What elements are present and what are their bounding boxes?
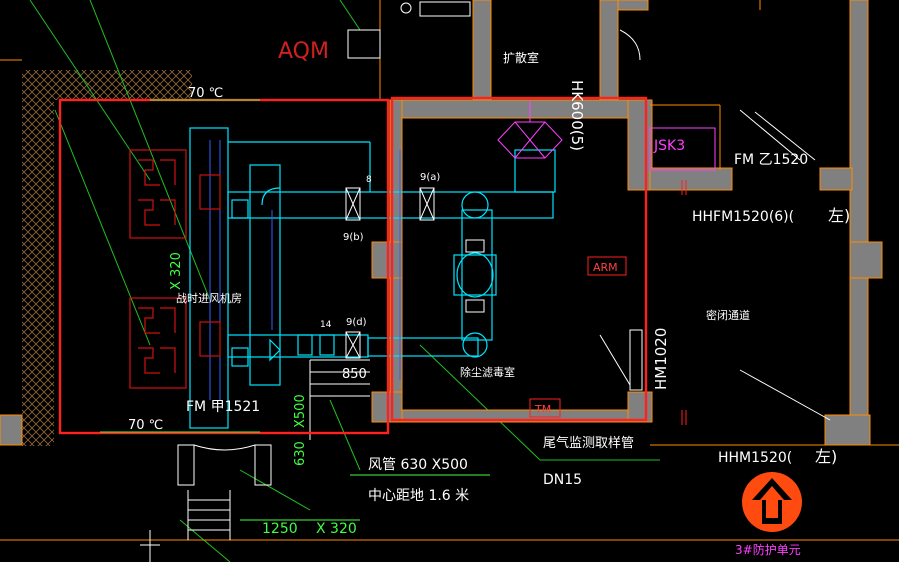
duct-size-label: 风管 630 X500: [368, 457, 468, 473]
jsk-label: JSK3: [653, 138, 685, 154]
expansion-room-label: 扩散室: [503, 50, 539, 65]
hhfm-top-label: HHFM1520(6)(: [692, 209, 794, 225]
dim-x320-vertical: X 320: [169, 252, 184, 290]
aqm-label: AQM: [278, 39, 329, 64]
hm-door-label: HM1020: [652, 328, 670, 390]
duct-network: [189, 127, 556, 429]
temp-top-label: 70 ℃: [188, 86, 223, 101]
hk-door-label: HK600(5): [568, 80, 586, 151]
temp-bottom-label: 70 ℃: [128, 418, 163, 433]
center-height-label: 中心距地 1.6 米: [368, 488, 469, 504]
door-lines: [140, 1, 831, 562]
unit-label: 3#防护单元: [735, 542, 801, 557]
tm-label: TM: [534, 403, 551, 416]
left-bottom-label: 左): [815, 447, 837, 466]
blue-pipes: [209, 140, 401, 400]
dim-850-label: 850: [342, 367, 367, 382]
arm-label: ARM: [593, 261, 618, 274]
magenta-equipment: [497, 100, 716, 171]
dim-1250-label: 1250: [262, 521, 298, 537]
protection-unit-logo: [742, 472, 802, 532]
fan-units: [129, 149, 221, 389]
filter-room-highlight: [390, 96, 648, 422]
fan-room-highlight: [58, 98, 390, 435]
dimension-lines: [100, 99, 490, 521]
dn15-label: DN15: [543, 472, 582, 488]
red-boxes: [529, 180, 687, 425]
exhaust-pipe-label: 尾气监测取样管: [543, 435, 634, 451]
hhm-bottom-label: HHM1520(: [718, 450, 792, 466]
left-top-label: 左): [828, 206, 850, 225]
valve-9b-label: 9(b): [343, 232, 364, 243]
closed-passage-label: 密闭通道: [706, 308, 750, 322]
soil-hatch: [22, 70, 192, 446]
fm-a-label: FM 甲1521: [186, 399, 260, 415]
room-highlights: [58, 96, 648, 435]
valve-14-label: 14: [320, 320, 332, 330]
valve-8-label: 8: [366, 175, 372, 185]
fm-b-label: FM 乙1520: [734, 152, 808, 168]
valve-9a-label: 9(a): [420, 172, 440, 183]
valves: [345, 187, 485, 359]
dim-630-vertical: 630: [293, 441, 308, 466]
dim-x320-horizontal: X 320: [316, 521, 357, 537]
valve-9d-label: 9(d): [346, 317, 367, 328]
dim-x500-vertical: X500: [293, 394, 308, 428]
dust-room-label: 除尘滤毒室: [460, 365, 515, 379]
fan-room-label: 战时进风机房: [176, 291, 242, 305]
